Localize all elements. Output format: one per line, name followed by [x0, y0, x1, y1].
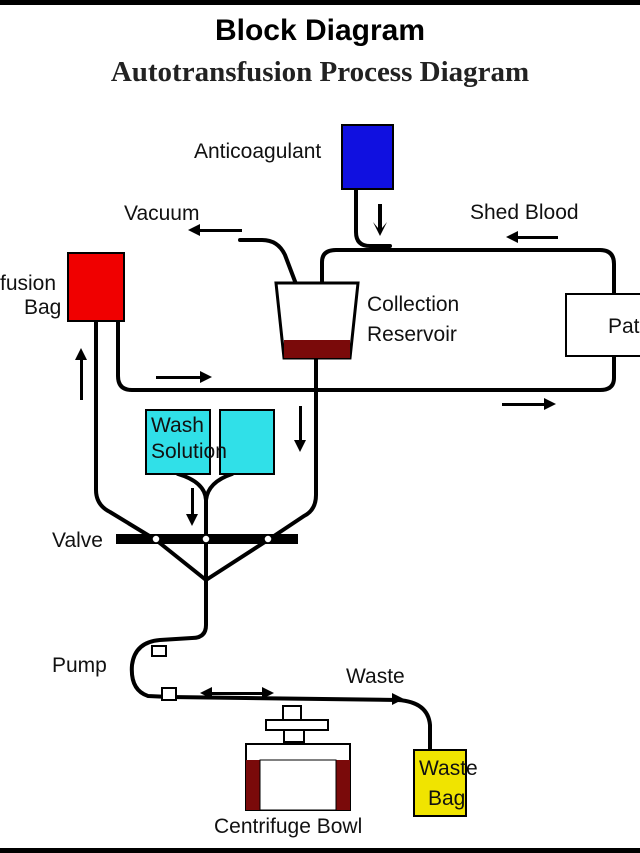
- return-arrow-2-shaft: [502, 403, 548, 406]
- pump-roller-bottom: [161, 687, 177, 701]
- outlet-arrow-shaft: [299, 406, 302, 444]
- top-border: [0, 0, 640, 5]
- return-arrow-2-head: [544, 398, 556, 410]
- wash-solution-label-1: Wash: [151, 414, 204, 437]
- waste-bag-label-2: Bag: [428, 787, 465, 810]
- bottom-border: [0, 848, 640, 853]
- anticoagulant-label: Anticoagulant: [194, 140, 321, 163]
- anticoagulant-arrow: [373, 204, 387, 236]
- bowl-arrow-shaft: [208, 692, 266, 695]
- wash-line-right: [204, 472, 234, 502]
- vacuum-arrow-head: [188, 224, 200, 236]
- collection-reservoir-label-1: Collection: [367, 293, 459, 316]
- patient-label: Pat: [608, 315, 640, 338]
- return-arrow-1-head: [200, 371, 212, 383]
- bowl-blood-right: [336, 760, 350, 810]
- shed-blood-line: [320, 248, 616, 300]
- reinfusion-arrow-shaft: [80, 356, 83, 400]
- valve-node-1: [151, 534, 161, 544]
- bowl-blood-left: [246, 760, 260, 810]
- reinfusion-bag: [67, 252, 125, 322]
- centrifuge-bowl-label: Centrifuge Bowl: [214, 815, 362, 838]
- waste-bag: [413, 749, 467, 817]
- vacuum-line: [238, 238, 298, 286]
- collection-blood: [284, 340, 350, 358]
- wash-arrow-shaft: [191, 488, 194, 518]
- reinfusion-bag-label-2: Bag: [24, 296, 61, 319]
- waste-bag-label-1: Waste: [419, 757, 478, 780]
- pump-label: Pump: [52, 654, 107, 677]
- shed-blood-arrow-shaft: [514, 236, 558, 239]
- patient-box: [565, 293, 640, 357]
- return-arrow-1-shaft: [156, 376, 202, 379]
- shed-blood-label: Shed Blood: [470, 201, 579, 224]
- bowl-arrow-left: [200, 687, 212, 699]
- reinfusion-line: [94, 316, 158, 542]
- valve-node-3: [263, 534, 273, 544]
- collection-reservoir: [274, 281, 360, 360]
- waste-arrow-shaft: [354, 698, 394, 701]
- pump-line: [129, 578, 208, 699]
- anticoagulant-bag: [341, 124, 394, 190]
- wash-solution-label-2: Solution: [151, 440, 227, 463]
- valve-label: Valve: [52, 529, 103, 552]
- wash-solution-bag-right: [219, 409, 275, 475]
- valve-funnel: [154, 538, 270, 582]
- shed-blood-arrow-head: [506, 231, 518, 243]
- reservoir-outlet-line: [266, 355, 318, 542]
- return-line: [116, 316, 616, 392]
- collection-reservoir-label-2: Reservoir: [367, 323, 457, 346]
- centrifuge-bowl: [245, 705, 351, 811]
- waste-arrow-head: [392, 693, 404, 705]
- pump-roller-top: [151, 645, 167, 657]
- vacuum-arrow-shaft: [196, 229, 242, 232]
- diagram-subtitle: Autotransfusion Process Diagram: [110, 56, 530, 88]
- anticoagulant-line: [354, 188, 392, 248]
- page-title: Block Diagram: [214, 14, 426, 47]
- wash-solution-bag-left: [145, 409, 211, 475]
- reinfusion-arrow-head: [75, 348, 87, 360]
- vacuum-label: Vacuum: [124, 202, 199, 225]
- bowl-arrow-right: [262, 687, 274, 699]
- waste-label: Waste: [346, 665, 405, 688]
- reinfusion-bag-label-1: fusion: [0, 272, 56, 295]
- wash-arrow-head: [186, 514, 198, 526]
- valve-node-2: [201, 534, 211, 544]
- outlet-arrow-head: [294, 440, 306, 452]
